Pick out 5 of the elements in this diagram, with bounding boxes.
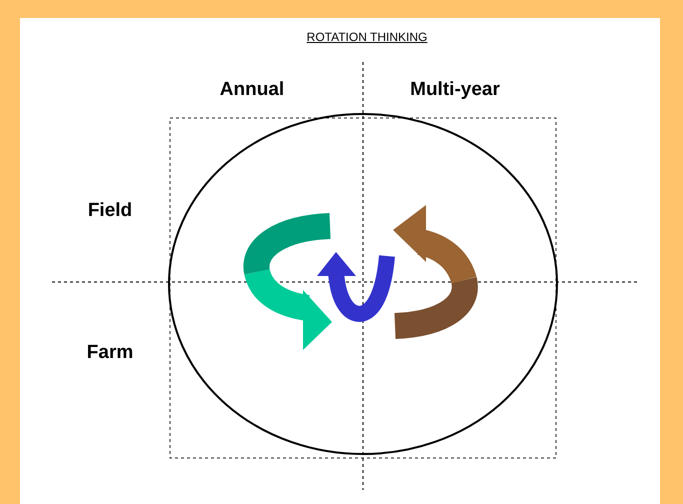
column-label: Annual bbox=[220, 79, 284, 101]
column-label: Multi-year bbox=[410, 79, 500, 101]
row-label: Farm bbox=[86, 342, 134, 364]
title-text: ROTATION THINKING bbox=[306, 30, 428, 44]
row-label: Field bbox=[88, 200, 132, 222]
